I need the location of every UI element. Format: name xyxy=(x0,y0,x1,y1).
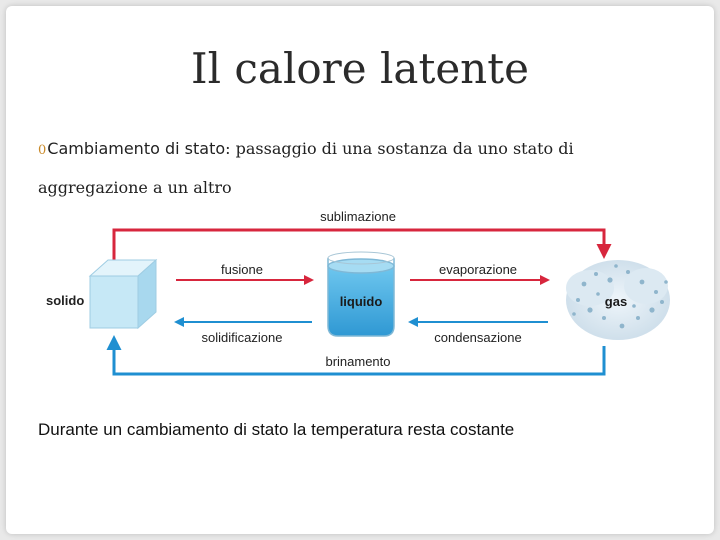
solid-cube-icon xyxy=(88,258,158,330)
bullet-text-line1: : passaggio di una sostanza da uno stato… xyxy=(225,139,574,158)
bullet-marker: 0 xyxy=(38,143,47,158)
state-change-diagram: sublimazione brinamento fusione evaporaz… xyxy=(46,209,670,376)
solid-label: solido xyxy=(46,293,84,308)
footer-rest: la temperatura resta costante xyxy=(288,420,515,439)
gas-cloud-icon xyxy=(566,260,670,340)
sublimation-label: sublimazione xyxy=(320,209,396,224)
definition-bullet: 0Cambiamento di stato: passaggio di una … xyxy=(38,130,678,206)
deposition-arrow xyxy=(106,335,606,376)
bullet-term: Cambiamento di stato xyxy=(47,139,226,158)
slide-title: Il calore latente xyxy=(191,44,529,93)
solidification-label: solidificazione xyxy=(202,330,283,345)
liquid-beaker-icon xyxy=(327,251,395,337)
liquid-label: liquido xyxy=(340,294,383,309)
deposition-label: brinamento xyxy=(325,354,390,369)
footer-emphasis: Durante un cambiamento di stato xyxy=(38,420,289,439)
sublimation-arrow xyxy=(112,228,612,284)
fusion-label: fusione xyxy=(221,262,263,277)
bullet-text-line2: aggregazione a un altro xyxy=(38,178,232,197)
evaporation-label: evaporazione xyxy=(439,262,517,277)
footer-statement: Durante un cambiamento di stato la tempe… xyxy=(38,420,514,440)
condensation-label: condensazione xyxy=(434,330,521,345)
gas-label: gas xyxy=(605,294,627,309)
